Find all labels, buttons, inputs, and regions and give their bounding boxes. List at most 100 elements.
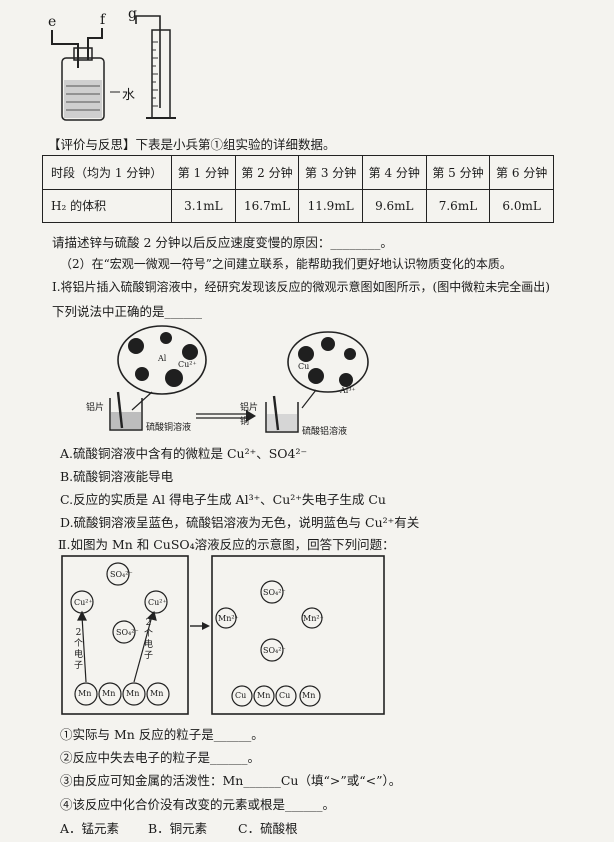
cu2-ion [144,590,168,614]
gas-apparatus-figure [51,15,176,121]
q1-line2: 下列说法中正确的是______ [52,304,203,319]
diagram1-cuso4-label: 硫酸铜溶液 [146,423,192,433]
mn-cuso4-diagram [61,555,385,715]
particle [344,348,356,360]
left-bubble [117,325,207,395]
so4-ion [106,562,130,586]
option-c: C.反应的实质是 Al 得电子生成 Al³⁺、Cu²⁺失电子生成 Cu [60,492,386,507]
diagram1-cu-sheet-label: 铜 [240,417,250,427]
cu-atom [231,685,253,707]
diagram1-cu-label: Cu [298,362,310,371]
so4-ion [112,620,136,644]
table-header-cell: 第 1 分钟 [171,155,236,190]
d2-mn-label: Mn [126,689,140,698]
h2-volume-table: 时段（均为 1 分钟） 第 1 分钟 第 2 分钟 第 3 分钟 第 4 分钟 … [42,155,554,223]
mn-atom [299,685,321,707]
reaction-arrow-2 [190,622,210,630]
table-header-cell: 时段（均为 1 分钟） [42,155,172,190]
diagram1-al3-label: Al³⁺ [340,386,356,395]
so4-ion [260,580,284,604]
table-cell: 6.0mL [489,188,554,223]
evaluation-heading: 【评价与反思】下表是小兵第①组实验的详细数据。 [48,137,336,152]
table-cell: 7.6mL [425,188,491,223]
d2-mn-label: Mn [150,689,164,698]
d2-so4-label: SO₄²⁻ [263,646,286,655]
option-d: D.硫酸铜溶液呈蓝色，硫酸铝溶液为无色，说明蓝色与 Cu²⁺有关 [60,515,420,530]
table-row: H₂ 的体积 3.1mL 16.7mL 11.9mL 9.6mL 7.6mL 6… [42,188,554,223]
label-g: g [128,6,137,22]
label-f: f [100,12,106,28]
d2-cu2-label: Cu²⁺ [148,598,167,607]
mn-atom [146,682,170,706]
choice-b: B．铜元素 [148,821,208,836]
mn2-ion [301,607,323,629]
particle [298,346,314,362]
d2-mn-label: Mn [302,691,316,700]
table-header-cell: 第 4 分钟 [361,155,427,190]
table-cell: 9.6mL [361,188,427,223]
particle [339,373,353,387]
diagram1-al-label: Al [158,354,167,363]
label-water: 水 [122,88,136,103]
tube-e [51,30,79,68]
mn-atom [253,685,275,707]
washing-bottle [61,57,105,121]
cu-atom [275,685,297,707]
d2-mn2-label: Mn²⁺ [218,614,239,623]
subq-1: ①实际与 Mn 反应的粒子是______。 [60,727,264,742]
so4-ion [260,638,284,662]
part2-intro: （2）在“宏观一微观一符号”之间建立联系，能帮助我们更好地认识物质变化的本质。 [60,257,512,271]
d2-mn-label: Mn [257,691,271,700]
particle [165,369,183,387]
al-cuso4-micro-diagram [109,325,369,433]
particle [135,367,149,381]
option-b: B.硫酸铜溶液能导电 [60,469,174,484]
table-header-cell: 第 3 分钟 [298,155,363,190]
mn-atom [122,682,146,706]
table-header-cell: 第 6 分钟 [489,155,554,190]
d2-mn2-label: Mn²⁺ [303,614,324,623]
diagram1-al2so4-label: 硫酸铝溶液 [302,427,348,437]
choice-a: A．锰元素 [60,821,120,836]
particle [308,368,324,384]
subq-3: ③由反应可知金属的活泼性：Mn______Cu（填“>”或“<”）。 [60,773,402,788]
d2-cu-label: Cu [279,691,291,700]
table-header-cell: 第 5 分钟 [425,155,491,190]
tube-f [87,28,103,60]
q1-line1: Ⅰ.将铝片插入硫酸铜溶液中，经研究发现该反应的微观示意图如图所示，(图中微粒未完… [52,280,550,294]
table-cell: 16.7mL [234,188,300,223]
d2-so4-label: SO₄²⁻ [116,628,139,637]
d2-so4-label: SO₄²⁻ [110,570,133,579]
mn-atom [74,682,98,706]
mn-atom [98,682,122,706]
d2-cu-label: Cu [235,691,247,700]
diagram1-al-sheet-label: 铝片 [86,403,105,413]
electron-note-right: 2 个 电 子 [144,618,154,661]
particle [128,338,144,354]
table-cell: 3.1mL [171,188,236,223]
d2-mn-label: Mn [102,689,116,698]
choice-c: C．硫酸根 [238,821,298,836]
table-header-cell: 第 2 分钟 [234,155,300,190]
reaction-arrow [196,410,256,422]
option-a: A.硫酸铜溶液中含有的微粒是 Cu²⁺、SO4²⁻ [60,446,308,461]
table-row-label: H₂ 的体积 [42,188,172,223]
before-box [61,555,189,715]
diagram1-cu2-label: Cu²⁺ [178,360,197,369]
d2-mn-label: Mn [78,689,92,698]
label-e: e [48,14,57,30]
table-cell: 11.9mL [298,188,363,223]
after-box [211,555,385,715]
tube-g [135,15,161,108]
electron-note-left: 2 个 电 子 [74,628,84,671]
table-row: 时段（均为 1 分钟） 第 1 分钟 第 2 分钟 第 3 分钟 第 4 分钟 … [42,155,554,190]
q2-intro: Ⅱ.如图为 Mn 和 CuSO₄溶液反应的示意图，回答下列问题： [58,537,395,552]
subq-2: ②反应中失去电子的粒子是______。 [60,750,261,765]
mn2-ion [215,607,237,629]
evaluation-question: 请描述锌与硫酸 2 分钟以后反应速度变慢的原因：________。 [52,235,393,250]
d2-so4-label: SO₄²⁻ [263,588,286,597]
particle [182,344,198,360]
right-bubble [287,331,369,393]
subq-4: ④该反应中化合价没有改变的元素或根是______。 [60,797,336,812]
particle [321,337,335,351]
